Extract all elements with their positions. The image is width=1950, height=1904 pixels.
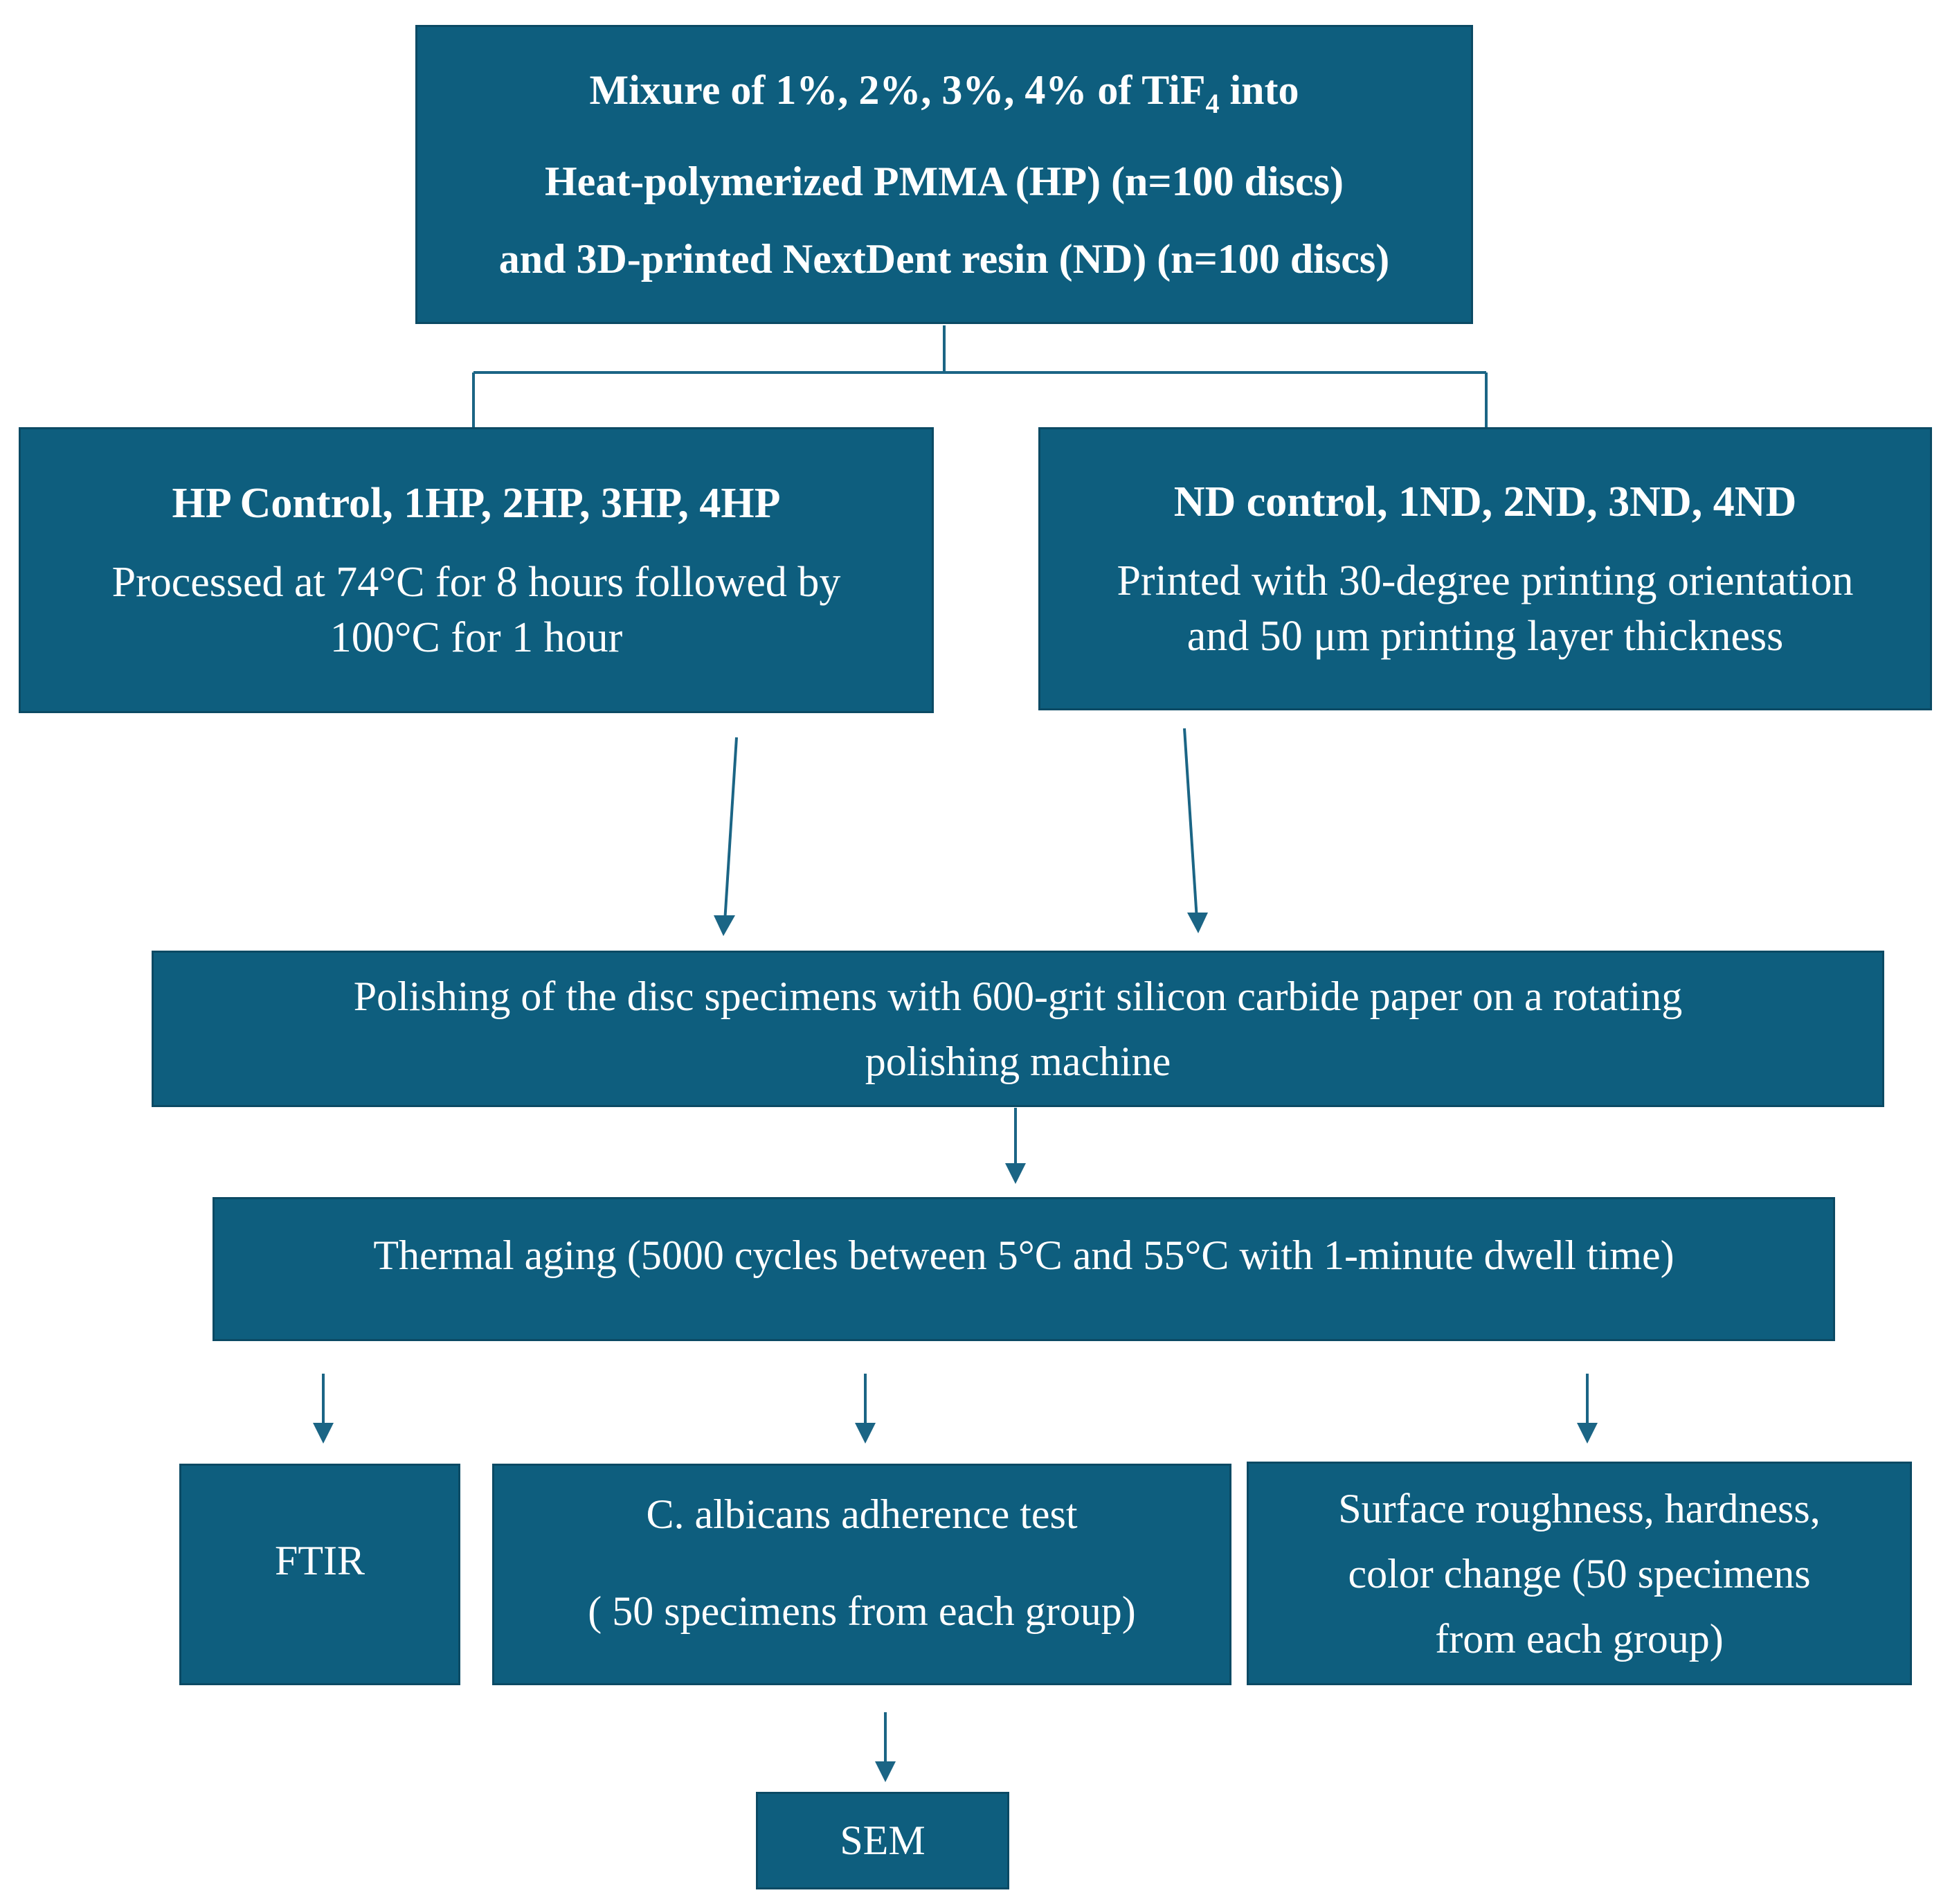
hp-group-line-2: 100°C for 1 hour: [329, 613, 623, 661]
surface-properties-line-2: color change (50 specimens: [1348, 1550, 1811, 1597]
nd-to-polishing-arrow: [1183, 728, 1198, 920]
candida-adherence-line-1: C. albicans adherence test: [646, 1491, 1078, 1537]
arrowhead-thermal-candida: [855, 1423, 876, 1444]
hp-group-box: HP Control, 1HP, 2HP, 3HP, 4HP Processed…: [19, 427, 934, 713]
nd-group-box: ND control, 1ND, 2ND, 3ND, 4ND Printed w…: [1038, 427, 1932, 710]
nd-group-line-2: and 50 μm printing layer thickness: [1186, 612, 1784, 660]
tif4-mixture-box: Mixure of 1%, 2%, 3%, 4% of TiF4 into He…: [415, 25, 1473, 324]
nd-group-title: ND control, 1ND, 2ND, 3ND, 4ND: [1173, 478, 1797, 526]
thermal-aging-box: Thermal aging (5000 cycles between 5°C a…: [213, 1197, 1835, 1341]
surface-properties-line-3: from each group): [1435, 1615, 1724, 1662]
tif4-mixture-line-1-text: Mixure of 1%, 2%, 3%, 4% of TiF: [589, 67, 1206, 113]
polishing-box: Polishing of the disc specimens with 600…: [152, 951, 1884, 1107]
tif4-subscript: 4: [1205, 88, 1220, 119]
sem-text: SEM: [840, 1817, 926, 1863]
polishing-line-1: Polishing of the disc specimens with 600…: [353, 973, 1683, 1019]
sem-box: SEM: [756, 1792, 1009, 1889]
ftir-text: FTIR: [274, 1537, 365, 1583]
tif4-mixture-line-3: and 3D-printed NextDent resin (ND) (n=10…: [498, 236, 1390, 282]
surface-properties-box: Surface roughness, hardness, color chang…: [1247, 1462, 1912, 1685]
nd-group-line-1: Printed with 30-degree printing orientat…: [1117, 557, 1854, 604]
arrowhead-candida-sem: [875, 1761, 896, 1782]
polishing-line-2: polishing machine: [865, 1039, 1171, 1084]
arrowhead-thermal-ftir: [313, 1423, 334, 1444]
tif4-mixture-line-1: Mixure of 1%, 2%, 3%, 4% of TiF4 into: [589, 51, 1299, 143]
arrowhead-polishing-thermal: [1005, 1163, 1026, 1184]
candida-adherence-box: C. albicans adherence test ( 50 specimen…: [492, 1464, 1231, 1685]
hp-group-title: HP Control, 1HP, 2HP, 3HP, 4HP: [172, 479, 781, 527]
candida-adherence-line-2: ( 50 specimens from each group): [588, 1588, 1136, 1634]
arrowhead-thermal-surface: [1577, 1423, 1598, 1444]
thermal-aging-text: Thermal aging (5000 cycles between 5°C a…: [373, 1232, 1674, 1278]
tif4-mixture-line-1-suffix: into: [1219, 67, 1299, 113]
ftir-box: FTIR: [179, 1464, 460, 1685]
hp-to-polishing-arrow: [723, 737, 738, 923]
tif4-mixture-line-2: Heat-polymerized PMMA (HP) (n=100 discs): [545, 159, 1344, 204]
arrowhead-nd-polishing: [1187, 913, 1208, 933]
arrowhead-hp-polishing: [714, 915, 735, 936]
surface-properties-line-1: Surface roughness, hardness,: [1338, 1485, 1821, 1532]
hp-group-line-1: Processed at 74°C for 8 hours followed b…: [111, 558, 841, 606]
